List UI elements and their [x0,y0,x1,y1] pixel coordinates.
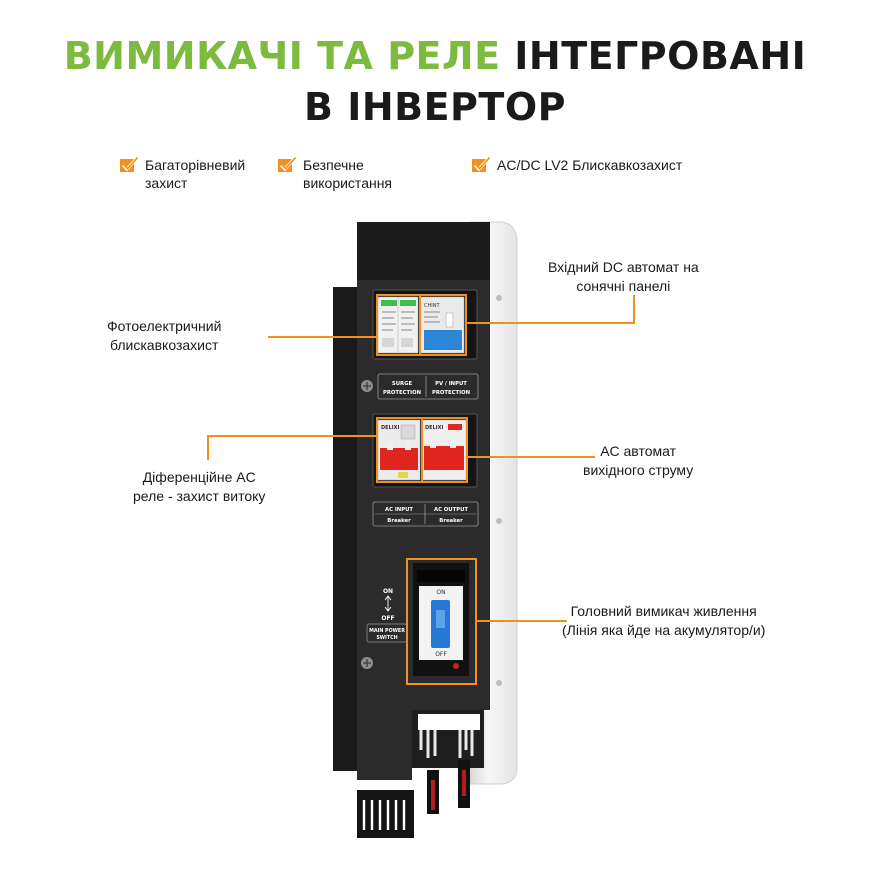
side-screw [496,518,502,524]
switch-on-label: ON [436,589,445,596]
front-screw [361,657,373,669]
callout-main-switch-label: Головний вимикач живлення (Лінія яка йде… [562,603,766,638]
switch-off-label: OFF [435,651,447,658]
headline-line1: ВИМИКАЧІ ТА РЕЛЕ ІНТЕГРОВАНІ [0,37,870,75]
callout-ac-output-label: AC автомат вихідного струму [583,443,694,478]
battery-connector-red [462,770,466,796]
upper-label-plate [377,373,479,400]
front-screw [361,380,373,392]
callout-line-rcd [207,435,377,460]
headline-line2: В ІНВЕРТОР [304,85,566,129]
rcd-module: DELIXI [377,419,421,481]
brand-label-delixi: DELIXI [425,425,443,431]
callout-line-dc-breaker [466,295,635,324]
label-pv-input: PV / INPUT [435,381,467,387]
label-ac-input: AC INPUT [385,507,413,513]
on-off-arrow-icon [384,595,392,612]
side-screw [496,295,502,301]
checkmark-icon [278,157,297,172]
callout-pv-surge-label: Фотоелектричний блискавкозахист [107,318,222,353]
feature-text: Багаторівневий захист [145,157,246,191]
brand-label-delixi: DELIXI [381,425,399,431]
feature-lightning-protection: AC/DC LV2 Блискавкозахист [472,156,682,174]
feature-text: AC/DC LV2 Блискавкозахист [497,157,683,173]
feature-safe-use: Безпечне використання [278,156,392,192]
label-switch: SWITCH [376,635,397,641]
dc-breaker-module: CHINT [419,296,465,354]
callout-rcd-label: Діференційне AC реле - захист витоку [133,469,266,504]
surge-protector-module [377,296,419,354]
side-off-label: OFF [381,615,394,622]
headline-rest: ІНТЕГРОВАНІ [514,34,807,78]
feature-text: Безпечне використання [303,157,393,191]
switch-indicator-led [453,663,459,669]
ac-output-breaker-module: DELIXI [421,419,467,481]
highlight-dc-breaker [419,294,467,356]
callout-dc-breaker-label: Вхідний DC автомат на сонячні панелі [548,259,699,294]
label-surge: SURGE [392,381,413,387]
label-main-power: MAIN POWER [369,628,405,634]
headline-accent: ВИМИКАЧІ ТА РЕЛЕ [63,34,501,78]
label-breaker-1: Breaker [387,518,411,524]
brand-label-chint: CHINT [424,303,440,309]
checkmark-icon [472,157,491,172]
label-pv-protection: PROTECTION [432,390,470,396]
lower-bracket [357,790,414,838]
callout-highlights [207,294,635,685]
side-screw [496,680,502,686]
label-ac-output: AC OUTPUT [434,507,468,513]
battery-connector-red [431,780,435,810]
inverter-top-cap [357,222,490,280]
label-breaker-2: Breaker [439,518,463,524]
mounting-bracket [333,287,359,771]
feature-multilevel-protection: Багаторівневий захист [120,156,245,192]
side-on-label: ON [383,588,393,595]
highlight-ac-output [421,417,468,483]
label-surge-protection: PROTECTION [383,390,421,396]
checkmark-icon [120,157,139,172]
